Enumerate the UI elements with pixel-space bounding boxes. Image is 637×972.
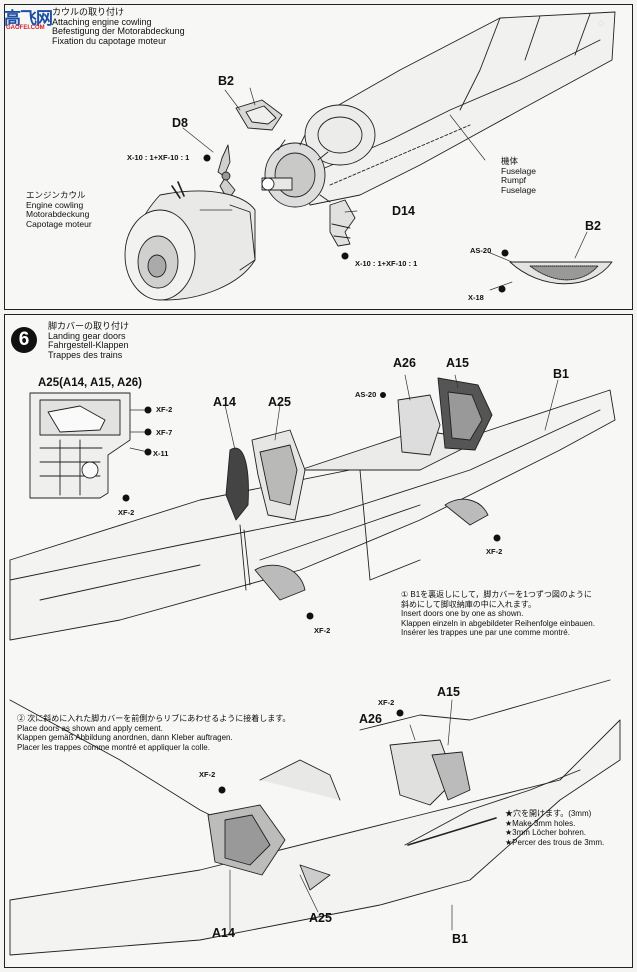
step5-title: カウルの取り付け Attaching engine cowling Befest…	[52, 7, 185, 46]
watermark-logo: 高飞网	[4, 9, 53, 28]
fuselage-caption: 機体 Fuselage Rumpf Fuselage	[501, 156, 536, 195]
paint-x11: X-11	[153, 449, 169, 458]
engine-drawing	[261, 134, 331, 208]
inset-label: A25(A14, A15, A26)	[38, 377, 142, 389]
paint-as20-step6: AS-20	[355, 390, 377, 399]
part-a26-top: A26	[393, 356, 416, 370]
paint-xf2-f: XF-2	[199, 770, 216, 779]
part-a15-top: A15	[446, 356, 469, 370]
parts-a26-a15-top-drawing	[397, 377, 493, 456]
cowling-drawing	[124, 181, 256, 301]
lower-wing-drawing	[9, 679, 621, 956]
part-b2-top-drawing	[235, 99, 283, 131]
cowling-caption: エンジンカウル Engine cowling Motorabdeckung Ca…	[26, 190, 92, 229]
paint-x18: X-18	[468, 293, 484, 302]
part-a14-bottom: A14	[212, 926, 235, 940]
watermark-subtext: GAOFEI.COM	[6, 25, 45, 31]
part-b1-top: B1	[553, 367, 569, 381]
part-a25-top: A25	[268, 395, 291, 409]
part-a25-bottom: A25	[309, 911, 332, 925]
paint-mix-2: X-10 : 1+XF-10 : 1	[355, 259, 418, 268]
step6-title: 脚カバーの取り付け Landing gear doors Fahrgestell…	[48, 321, 130, 360]
paint-xf2-b: XF-2	[118, 508, 135, 517]
propeller-d8-drawing	[217, 144, 236, 201]
corner-mark-icon: ◌	[598, 18, 604, 29]
paint-xf7: XF-7	[156, 428, 173, 437]
paint-mix-1: X-10 : 1+XF-10 : 1	[127, 153, 190, 162]
step-number-badge: 6	[11, 327, 37, 353]
label-d8: D8	[172, 116, 188, 130]
paint-xf2-e: XF-2	[378, 698, 395, 707]
part-b1-bottom: B1	[452, 932, 468, 946]
fuselage-drawing	[299, 11, 616, 206]
step6-paint-markers	[122, 392, 501, 794]
part-d14-drawing	[329, 199, 356, 247]
paint-xf2-d: XF-2	[486, 547, 503, 556]
inset-door-drawing	[29, 392, 131, 499]
part-a14-top: A14	[213, 395, 236, 409]
paint-as20: AS-20	[470, 246, 492, 255]
part-a15-bottom: A15	[437, 685, 460, 699]
part-b2-right-drawing	[509, 261, 613, 285]
holes-note: ★穴を開けます。(3mm) ★Make 3mm holes. ★3mm Löch…	[505, 809, 605, 847]
label-b2-right: B2	[585, 219, 601, 233]
note-2: ② 次に斜めに入れた脚カバーを前側からリブにあわせるように接着します。 Plac…	[17, 714, 291, 752]
part-a26-bottom: A26	[359, 712, 382, 726]
paint-xf2-a: XF-2	[156, 405, 173, 414]
label-d14: D14	[392, 204, 415, 218]
step5-paint-markers	[203, 154, 509, 293]
paint-xf2-c: XF-2	[314, 626, 331, 635]
note-1: ① B1を裏返しにして，脚カバーを1つずつ図のように 斜めにして脚収納庫の中に入…	[401, 590, 595, 637]
parts-a14-a25-top-drawing	[225, 429, 306, 591]
label-b2-top: B2	[218, 74, 234, 88]
